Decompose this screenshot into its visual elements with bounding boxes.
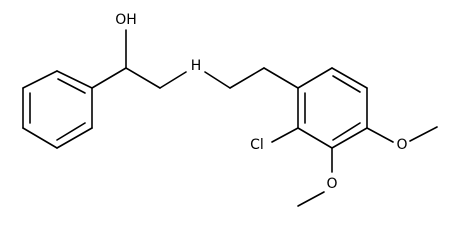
bond: [366, 127, 394, 143]
bond: [56, 127, 93, 149]
benzene-ring: [297, 67, 368, 149]
bond: [297, 67, 333, 89]
bond: [91, 67, 127, 89]
bond: [331, 67, 368, 89]
double-bond: [332, 75, 361, 93]
double-bond: [332, 122, 361, 141]
bond: [263, 67, 299, 89]
double-bond: [57, 78, 86, 94]
chain: [91, 29, 299, 89]
methoxy-oxygen-label: O: [396, 137, 407, 153]
bond: [56, 70, 93, 89]
bond: [271, 127, 299, 143]
bond: [229, 67, 265, 89]
bond: [125, 67, 161, 89]
bond: [297, 127, 333, 149]
bond: [159, 71, 187, 89]
chlorine-label: Cl: [250, 137, 264, 153]
hydroxyl-label: OH: [115, 12, 137, 28]
double-bond: [56, 122, 86, 141]
amine-hydrogen-label: H: [191, 58, 202, 74]
bond: [22, 127, 58, 149]
bond: [331, 127, 368, 149]
methoxy-oxygen-label: O: [326, 176, 337, 192]
bond: [409, 126, 438, 142]
phenyl-ring: [22, 70, 93, 149]
bond: [22, 70, 58, 89]
molecule-structure: OH H Cl O O: [22, 12, 438, 207]
substituents: [271, 126, 438, 207]
bond: [297, 191, 325, 207]
bond: [204, 71, 231, 89]
